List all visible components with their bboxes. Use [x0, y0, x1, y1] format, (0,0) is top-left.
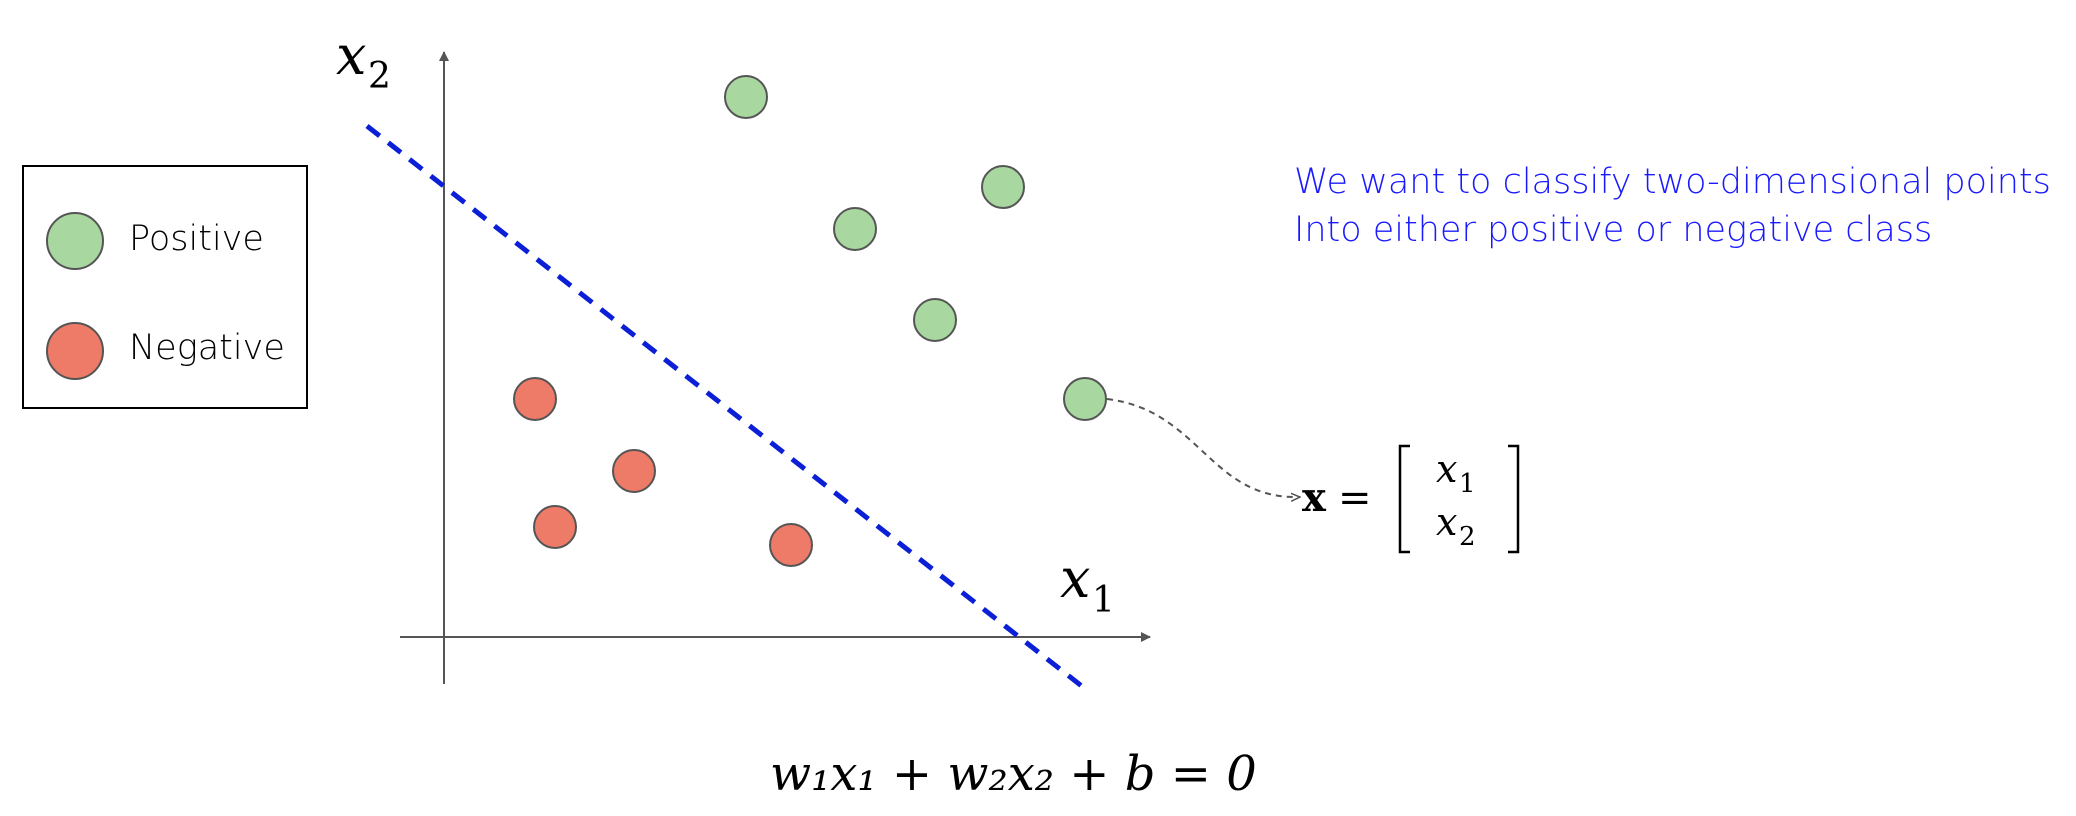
svg-text:x: x	[1436, 500, 1457, 544]
negative-swatch-icon	[46, 322, 104, 380]
positive-point	[833, 207, 877, 251]
negative-point	[612, 449, 656, 493]
svg-text:2: 2	[368, 56, 391, 97]
negative-point	[533, 505, 577, 549]
negative-point	[769, 523, 813, 567]
svg-text:x: x	[336, 24, 366, 87]
positive-point	[913, 298, 957, 342]
legend-label-positive: Positive	[129, 219, 264, 259]
caption: We want to classify two-dimensional poin…	[1294, 158, 2051, 254]
point-to-vector-connector	[1106, 398, 1300, 497]
right-bracket	[1508, 444, 1520, 554]
caption-line-1: We want to classify two-dimensional poin…	[1294, 162, 2051, 202]
svg-text:x: x	[1060, 547, 1090, 610]
svg-text:1: 1	[1459, 469, 1476, 499]
legend: Positive Negative	[22, 165, 308, 409]
decision-boundary-line	[365, 124, 1090, 693]
left-bracket	[1398, 444, 1410, 554]
positive-swatch-icon	[46, 212, 104, 270]
svg-text:x: x	[1302, 474, 1327, 521]
legend-label-negative: Negative	[129, 328, 285, 368]
svg-text:2: 2	[1459, 522, 1476, 552]
svg-text:=: =	[1338, 475, 1372, 521]
svg-text:x: x	[1436, 447, 1457, 491]
svg-text:1: 1	[1092, 580, 1115, 621]
negative-point	[513, 377, 557, 421]
positive-point	[1063, 377, 1107, 421]
positive-point	[724, 75, 768, 119]
decision-boundary-equation: w₁x₁ + w₂x₂ + b = 0	[770, 746, 1257, 802]
y-axis-label: x 2	[336, 24, 391, 97]
x-axis-label: x 1	[1060, 547, 1115, 621]
positive-point	[981, 165, 1025, 209]
caption-line-2: Into either positive or negative class	[1294, 210, 1933, 250]
vector-notation: x = x 1 x 2	[1302, 444, 1520, 554]
